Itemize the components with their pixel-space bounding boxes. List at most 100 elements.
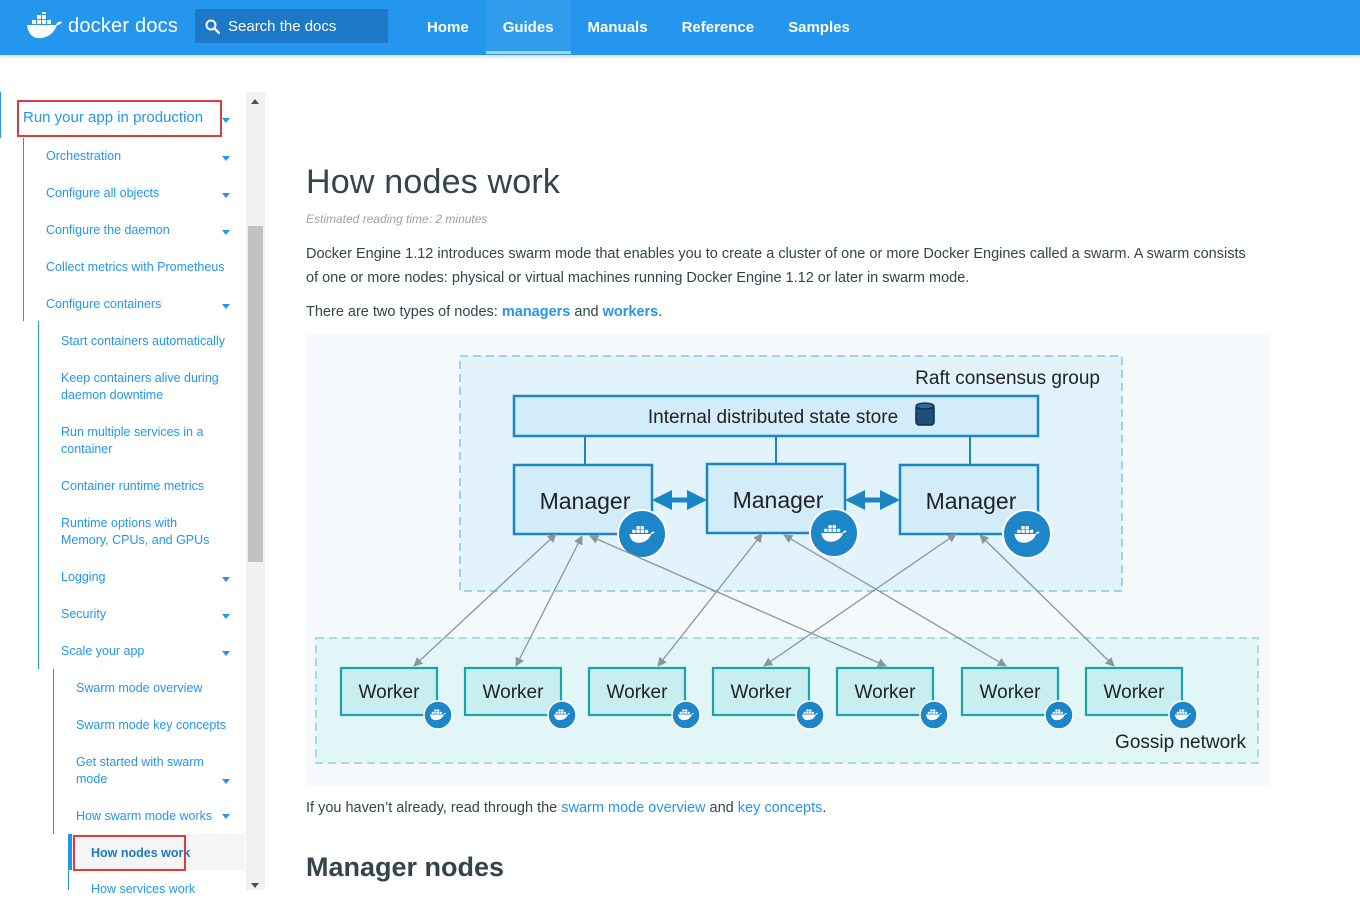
search-box[interactable] [195,9,388,43]
nav-reference[interactable]: Reference [681,19,755,36]
workers-link[interactable]: workers [602,304,659,320]
sidebar-item-prometheus[interactable]: Collect metrics with Prometheus [46,260,225,274]
sidebar-level4-line [68,834,69,890]
svg-text:Worker: Worker [980,682,1042,703]
sidebar-item-runtime-metrics[interactable]: Container runtime metrics [61,479,205,493]
managers-link[interactable]: managers [501,304,571,320]
search-icon [205,19,220,34]
scroll-up-arrow-icon[interactable] [251,99,259,104]
svg-text:Worker: Worker [359,682,421,703]
worker-manager-arrows [413,533,1115,667]
worker-node-4: Worker [711,666,825,730]
key-concepts-link[interactable]: key concepts [737,800,823,816]
chevron-down-icon[interactable] [222,230,230,235]
swarm-nodes-diagram: Raft consensus group Internal distribute… [306,334,1270,786]
sidebar-item-label: mode [76,772,108,786]
svg-text:Worker: Worker [855,682,917,703]
sidebar-level1-line [23,138,24,321]
sidebar-active-indicator [69,834,72,870]
state-store-label: Internal distributed state store [648,407,898,428]
docker-whale-icon [27,12,62,39]
sidebar-item-configure-all-objects[interactable]: Configure all objects [46,186,160,200]
sidebar-item-scale-your-app[interactable]: Scale your app [61,644,145,658]
sidebar-item-configure-daemon[interactable]: Configure the daemon [46,223,170,237]
text: and [705,800,738,816]
intro-line: Docker Engine 1.12 introduces swarm mode… [306,246,1246,262]
sidebar-item-label: container [61,442,113,456]
worker-node-7: Worker [1084,666,1198,730]
sidebar-item-configure-containers[interactable]: Configure containers [46,297,162,311]
sidebar-section-run-in-production[interactable]: Run your app in production [23,109,204,126]
worker-node-3: Worker [587,666,701,730]
sidebar-scrollbar-thumb[interactable] [248,226,263,562]
sidebar-item-label: Runtime options with [61,516,178,530]
chevron-down-icon[interactable] [222,156,230,161]
highlight-box-section [17,100,222,137]
svg-text:Manager: Manager [733,487,824,513]
chevron-down-icon[interactable] [222,577,230,582]
text: . [658,304,663,320]
sidebar-item-multiple-services[interactable]: Run multiple services in a container [61,424,203,458]
svg-text:Manager: Manager [540,488,631,514]
gossip-label: Gossip network [1115,732,1246,753]
svg-text:Worker: Worker [483,682,545,703]
top-navbar: docker docs Home Guides Manuals Referenc… [0,0,1360,55]
swarm-mode-overview-link[interactable]: swarm mode overview [561,800,706,816]
sidebar-item-swarm-key-concepts[interactable]: Swarm mode key concepts [76,718,227,732]
scroll-down-arrow-icon[interactable] [251,883,259,888]
text: If you haven’t already, read through the [306,800,562,816]
database-icon [915,402,935,426]
search-input[interactable] [228,17,378,35]
logo-text: docker docs [68,14,179,37]
sidebar-item-label: Run multiple services in a [61,425,204,439]
nav-home[interactable]: Home [427,19,469,36]
node-types-paragraph: There are two types of nodes: managers a… [306,300,1266,324]
manager-node-3: Manager [898,463,1052,559]
text: There are two types of nodes: [306,304,502,320]
chevron-down-icon[interactable] [222,193,230,198]
svg-text:Worker: Worker [731,682,793,703]
sidebar-level3-line [53,669,54,834]
nav-guides[interactable]: Guides [485,0,571,55]
sidebar-item-how-swarm-works[interactable]: How swarm mode works [76,809,213,823]
sidebar-item-start-automatically[interactable]: Start containers automatically [61,334,225,348]
sidebar-item-runtime-options[interactable]: Runtime options with Memory, CPUs, and G… [61,515,209,549]
manager-nodes-heading: Manager nodes [306,852,505,882]
intro-paragraph: Docker Engine 1.12 introduces swarm mode… [306,242,1266,290]
chevron-down-icon[interactable] [222,118,230,123]
sidebar-level0-line [0,92,1,138]
intro-line: of one or more nodes: physical or virtua… [306,270,970,286]
chevron-down-icon[interactable] [222,304,230,309]
worker-node-2: Worker [463,666,577,730]
chevron-down-icon[interactable] [222,779,230,784]
nav-samples[interactable]: Samples [788,19,850,36]
page-title: How nodes work [306,163,561,201]
svg-text:Worker: Worker [1104,682,1166,703]
sidebar-item-how-nodes-work[interactable]: How nodes work [91,846,191,860]
worker-node-5: Worker [835,666,949,730]
sidebar-active-item-bg [69,834,245,870]
svg-text:Manager: Manager [926,488,1017,514]
sidebar-item-swarm-overview[interactable]: Swarm mode overview [76,681,203,695]
main-nav: Home Guides Manuals Reference Samples [410,0,867,55]
sidebar-item-security[interactable]: Security [61,607,107,621]
text: . [822,800,827,816]
chevron-down-icon[interactable] [222,614,230,619]
highlight-box-active [73,835,186,871]
sidebar-item-orchestration[interactable]: Orchestration [46,149,122,163]
sidebar-item-label: Get started with swarm [76,755,204,769]
worker-node-6: Worker [960,666,1074,730]
chevron-down-icon[interactable] [222,651,230,656]
sidebar-item-label: Keep containers alive during [61,371,219,385]
sidebar-item-keep-alive[interactable]: Keep containers alive during daemon down… [61,370,219,404]
worker-node-1: Worker [339,666,453,730]
raft-label: Raft consensus group [915,368,1100,389]
sidebar-item-label: daemon downtime [61,388,164,402]
sidebar-item-get-started-swarm[interactable]: Get started with swarm mode [76,754,204,788]
nav-manuals[interactable]: Manuals [587,19,648,36]
diagram-svg: Raft consensus group Internal distribute… [315,355,1259,764]
docker-docs-logo[interactable]: docker docs [26,12,178,40]
reading-time: Estimated reading time: 2 minutes [306,212,488,226]
sidebar-item-logging[interactable]: Logging [61,570,106,584]
chevron-down-icon[interactable] [222,814,230,819]
